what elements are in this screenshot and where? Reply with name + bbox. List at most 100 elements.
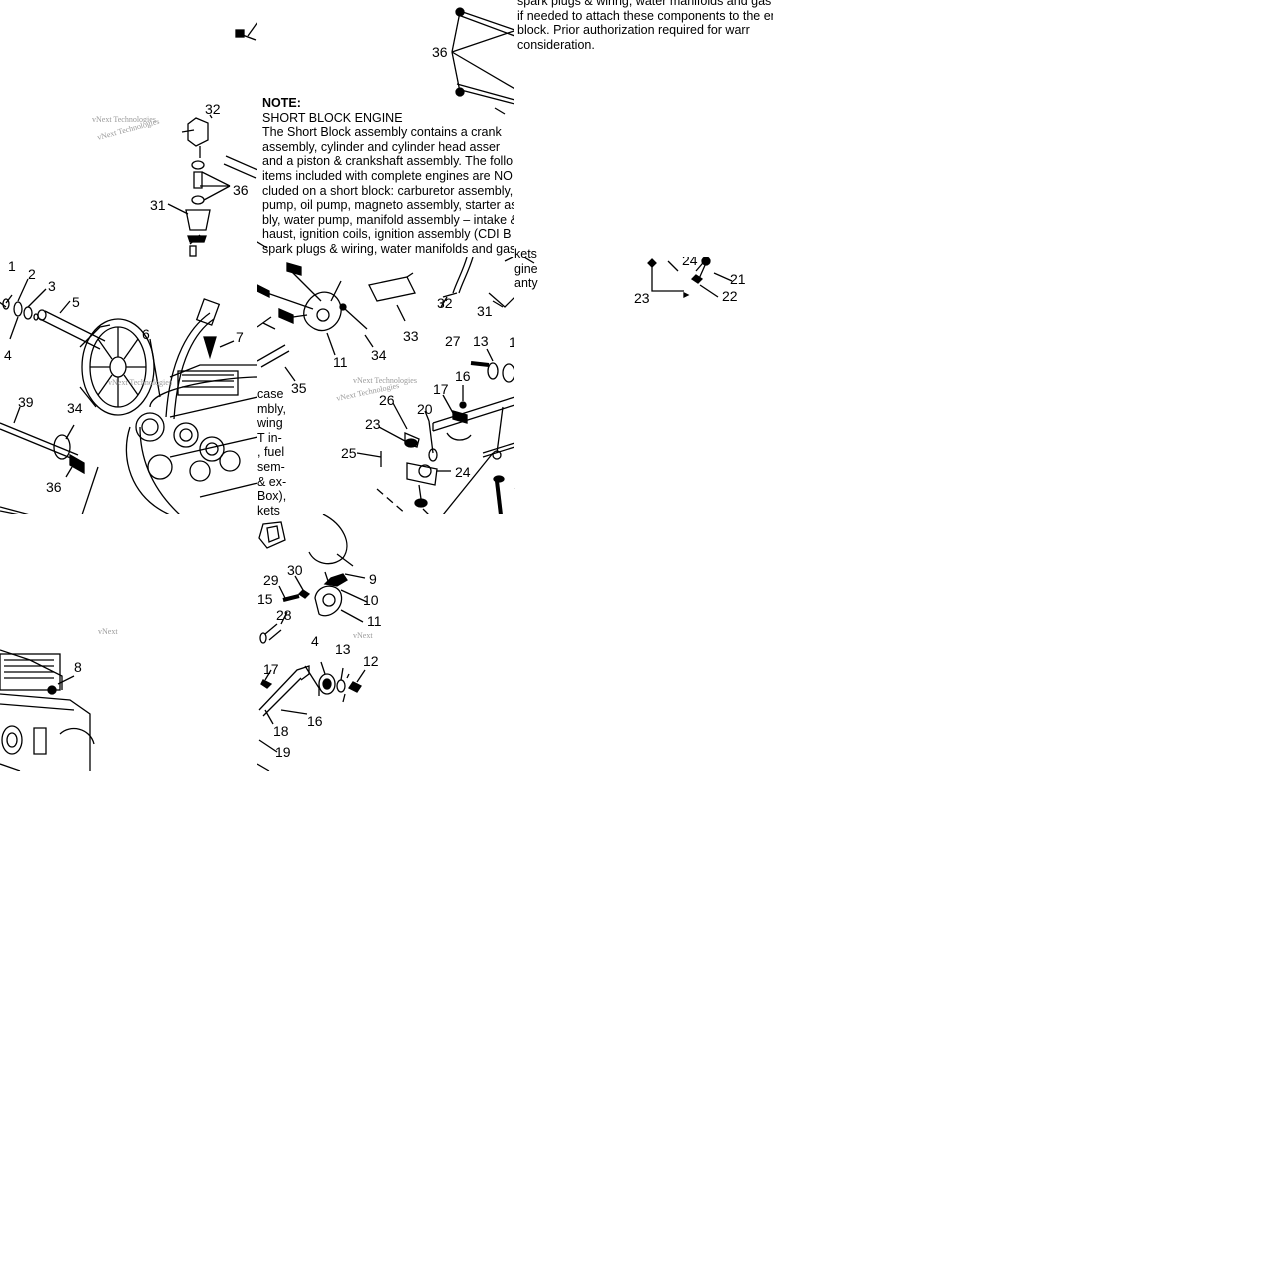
frag-left-8: Box), — [257, 489, 287, 504]
callout-36-top: 36 — [432, 44, 448, 60]
callout-34-mid: 34 — [371, 347, 387, 363]
tile-middle-left: 1 2 3 4 5 6 7 39 34 36 vNext Technologie… — [0, 257, 257, 514]
callout-27: 27 — [445, 333, 461, 349]
callout-24: 24 — [455, 464, 471, 480]
tile-top-middle-drawing: 36 — [257, 7, 514, 249]
note-cont-line-3: block. Prior authorization required for … — [517, 23, 750, 38]
callout-38: 32 — [205, 101, 221, 117]
note-fragment-left: case mbly, wing T in- , fuel sem- & ex- … — [257, 387, 287, 519]
callout-14: 4 — [311, 633, 319, 649]
note-title: NOTE: — [262, 96, 301, 110]
note-line-8: haust, ignition coils, ignition assembly… — [262, 227, 512, 242]
callout-34-left: 34 — [67, 400, 83, 416]
callout-20-mid: 20 — [417, 401, 433, 417]
note-cont-line-1: spark plugs & wiring, water manifolds an… — [517, 0, 772, 8]
note-continuation: spark plugs & wiring, water manifolds an… — [517, 0, 773, 52]
callout-36-upper: 36 — [233, 182, 249, 198]
note-subtitle: SHORT BLOCK ENGINE — [262, 110, 403, 125]
callout-13-bottom: 13 — [335, 641, 351, 657]
frag-left-9: kets — [257, 503, 280, 518]
callout-17-bottom: 18 — [273, 723, 289, 739]
tile-middle-right-drawing: 24 21 22 23 20 — [514, 257, 746, 514]
callout-22: 23 — [634, 290, 650, 306]
watermark-4: vNext — [98, 627, 118, 636]
frag-left-3: wing — [257, 416, 283, 431]
frag-left-4: T in- — [257, 430, 282, 445]
callout-11-bottom: 11 — [367, 613, 382, 629]
tile-middle-middle: 11 34 33 35 32 31 27 13 1 16 17 26 20 23… — [257, 257, 514, 514]
tile-middle-right: 24 21 22 23 20 — [514, 257, 771, 514]
watermark-5: vNext — [353, 631, 373, 640]
callout-31: 31 — [477, 303, 493, 319]
callout-33: 33 — [403, 328, 419, 344]
note-line-4: items included with complete engines are… — [262, 168, 513, 183]
callout-29: 29 — [263, 572, 279, 588]
callout-11-top: 11 — [333, 354, 348, 370]
frag-left-1: case — [257, 387, 284, 401]
frag-right-1: kets — [514, 247, 537, 261]
frag-left-6: sem- — [257, 459, 285, 474]
callout-1-edge: 1 — [509, 334, 514, 350]
watermark-3: vNext Technologies — [353, 376, 417, 385]
callout-16-bottom: 17 — [263, 661, 279, 677]
note-line-1: The Short Block assembly contains a cran… — [262, 125, 502, 140]
tile-middle-middle-drawing: 11 34 33 35 32 31 27 13 1 16 17 26 20 23… — [257, 257, 514, 514]
tile-top-left-drawing: 32 36 31 vNext Technologies vNext Techno… — [92, 22, 257, 257]
callout-2: 2 — [28, 266, 36, 282]
callout-37: 31 — [150, 197, 166, 213]
callout-4-bottom: 15 — [257, 591, 273, 607]
callout-3: 3 — [48, 278, 56, 294]
callout-21: 22 — [722, 288, 738, 304]
tile-middle-left-drawing: 1 2 3 4 5 6 7 39 34 36 vNext Technologie… — [0, 258, 257, 514]
callout-12: 12 — [363, 653, 379, 669]
callout-4: 4 — [4, 347, 12, 363]
tile-top-middle: 36 — [257, 0, 514, 257]
callout-10: 10 — [363, 592, 379, 608]
tile-bottom-left: 8 vNext — [0, 514, 257, 771]
callout-39: 39 — [18, 394, 34, 410]
frag-right-3: anty — [514, 276, 538, 291]
note-line-6: pump, oil pump, magneto assembly, starte… — [262, 198, 514, 213]
callout-8: 8 — [74, 659, 82, 675]
callout-18: 19 — [275, 744, 291, 760]
watermark-1: vNext Technologies — [92, 115, 156, 124]
note-line-9: spark plugs & wiring, water manifolds an… — [262, 241, 514, 256]
callout-15: 16 — [307, 713, 323, 729]
callout-35: 35 — [291, 380, 307, 396]
callout-16-top: 16 — [455, 368, 471, 384]
callout-5: 5 — [72, 294, 80, 310]
callout-30: 30 — [287, 562, 303, 578]
frag-left-7: & ex- — [257, 474, 287, 489]
callout-1: 1 — [8, 258, 16, 274]
tile-bottom-middle-drawing: 29 30 9 10 11 15 28 4 13 12 17 16 18 19 … — [257, 514, 382, 771]
callout-17-top: 17 — [433, 381, 449, 397]
tile-top-left: 32 36 31 vNext Technologies vNext Techno… — [0, 0, 257, 257]
callout-28: 28 — [276, 607, 292, 623]
frag-right-2: gine — [514, 261, 538, 276]
frag-left-2: mbly, — [257, 401, 286, 416]
callout-7: 7 — [236, 329, 244, 345]
callout-36-left: 36 — [46, 479, 62, 495]
note-short-block: NOTE: SHORT BLOCK ENGINE The Short Block… — [262, 96, 514, 257]
note-line-5: cluded on a short block: carburetor asse… — [262, 183, 514, 198]
callout-23-mid: 23 — [365, 416, 381, 432]
callout-20-right: 21 — [730, 271, 746, 287]
frag-left-5: , fuel — [257, 445, 285, 460]
callout-32: 32 — [437, 295, 453, 311]
callout-23-right: 24 — [682, 257, 698, 268]
tile-bottom-left-drawing: 8 vNext — [0, 627, 118, 771]
callout-6: 6 — [142, 326, 150, 342]
note-line-7: bly, water pump, manifold assembly – int… — [262, 212, 514, 227]
note-cont-line-4: consideration. — [517, 37, 595, 52]
callout-25: 25 — [341, 445, 357, 461]
tile-bottom-middle: 29 30 9 10 11 15 28 4 13 12 17 16 18 19 … — [257, 514, 514, 771]
note-line-2: assembly, cylinder and cylinder head ass… — [262, 139, 501, 154]
callout-13-top: 13 — [473, 333, 489, 349]
note-fragment-right: kets gine anty — [514, 247, 542, 291]
note-line-3: and a piston & crankshaft assembly. The … — [262, 154, 514, 169]
callout-19: 20 — [528, 512, 544, 514]
callout-9: 9 — [369, 571, 377, 587]
callout-26: 26 — [379, 392, 395, 408]
watermark-2: vNext Technologies — [108, 378, 172, 387]
